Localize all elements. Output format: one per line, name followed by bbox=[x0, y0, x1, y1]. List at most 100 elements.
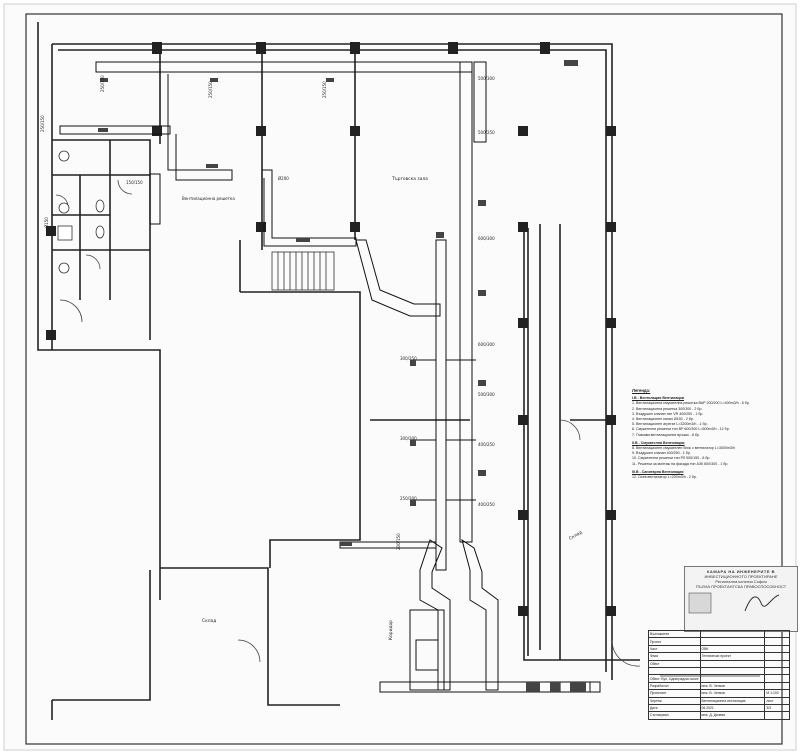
title-block-cell: Възложител bbox=[648, 629, 701, 639]
duct-label: 400/250 bbox=[478, 502, 495, 507]
title-block-cell: Разработил bbox=[648, 681, 701, 691]
legend-section-2: II.В - Смукателна Вентилация bbox=[632, 440, 685, 445]
title-block-cell: Вентилационна инсталация bbox=[699, 696, 766, 705]
duct-label: 300/250 bbox=[400, 356, 417, 361]
title-block-row bbox=[648, 666, 790, 676]
duct-label: 600/300 bbox=[478, 342, 495, 347]
air-grilles bbox=[98, 60, 586, 692]
engineer-stamp: КАМАРА НА ИНЖЕНЕРИТЕ В ИНВЕСТИЦИОННОТО П… bbox=[684, 566, 798, 632]
title-block-cell bbox=[764, 666, 790, 676]
title-block-cell: Технически проект bbox=[699, 652, 766, 661]
title-block-cell: ОВК bbox=[699, 644, 766, 654]
title-block-cell bbox=[764, 711, 790, 720]
title-block-cell: Съгласувал bbox=[648, 711, 701, 720]
title-block-cell: М 1:100 bbox=[764, 689, 790, 698]
stamp-line: ПЪЛНА ПРОЕКТАНТСКА ПРАВОСПОСОБНОСТ bbox=[695, 584, 787, 589]
duct-label: 250/150 bbox=[208, 81, 213, 98]
duct-label: 300/200 bbox=[400, 436, 417, 441]
duct-label: Ø150 bbox=[44, 217, 49, 228]
title-block-cell bbox=[764, 681, 790, 691]
title-block-cell: лист bbox=[764, 696, 790, 705]
title-block-cell bbox=[764, 659, 790, 668]
title-block-cell bbox=[699, 637, 766, 646]
room-label-storage: Склад bbox=[202, 618, 216, 624]
legend-item: 12. Осев вентилатор L=200m3/h - 2 бр. bbox=[632, 475, 697, 480]
door-swings bbox=[55, 179, 641, 667]
legend-item: 1. Вентилационна смукателна решетка ВАР … bbox=[632, 401, 750, 406]
duct-label: 500/300 bbox=[478, 392, 495, 397]
title-block-cell: Чертеж bbox=[648, 696, 701, 705]
title-block-cell: 3/3 bbox=[764, 703, 790, 713]
legend-item: 2. Вентилационна решетка 300/300 - 2 бр. bbox=[632, 406, 703, 411]
duct-label: 400/250 bbox=[478, 442, 495, 447]
title-block-cell: инж. Д. Дачева bbox=[699, 711, 766, 720]
title-block-cell bbox=[764, 652, 790, 661]
title-block-cell: Обект: Бул. Цариградско шосе bbox=[648, 674, 701, 683]
legend-item: 7. Гъвкави вентилационни връзки - 8 бр. bbox=[632, 432, 700, 437]
title-block-cell: инж. В. Ченков bbox=[699, 681, 766, 691]
duct-label: 250/200 bbox=[400, 496, 417, 501]
legend-item: 6. Смукателни решетки тип ВР 600/300 L=5… bbox=[632, 427, 730, 432]
title-block-cell: 06.2021 bbox=[699, 703, 766, 713]
legend-section-3: III.В - Санитарна Вентилация bbox=[632, 469, 684, 474]
duct-label: 250/150 bbox=[100, 75, 105, 92]
title-block-cell bbox=[699, 629, 766, 639]
title-block-cell bbox=[699, 659, 766, 668]
legend-section-1: I.В - Вентилация Вентилации bbox=[632, 396, 684, 401]
duct-labels: 250/150 250/150 250/150 250/150 500/300 … bbox=[40, 75, 495, 550]
title-block-cell: инж. В. Ченков bbox=[699, 689, 766, 698]
legend-item: 4. Вентилационен канал Ø150 - 2 бр. bbox=[632, 417, 694, 422]
title-block-cell: Проект bbox=[648, 637, 701, 646]
legend-notes: Легенда: I.В - Вентилация Вентилации 1. … bbox=[632, 388, 782, 548]
legend-item: 3. Въздушен клапан тип VR 400/250 - 1 бр… bbox=[632, 411, 704, 416]
title-block-cell: Дата bbox=[648, 703, 701, 713]
legend-item: 11. Решетки за монтаж на фасада тип АЗК … bbox=[632, 461, 729, 466]
title-block-cell bbox=[764, 629, 790, 639]
legend-item: 9. Въздушен клапан 400/250 - 1 бр. bbox=[632, 451, 691, 456]
title-block-row: Обект bbox=[648, 659, 790, 668]
duct-label: 250/150 bbox=[40, 115, 45, 132]
signature-mark bbox=[688, 592, 780, 614]
legend-heading: Легенда: bbox=[632, 388, 651, 393]
structural-columns bbox=[46, 42, 616, 616]
drawing-frame bbox=[25, 13, 783, 745]
title-block-cell bbox=[648, 666, 701, 676]
ventilation-ducts bbox=[59, 61, 601, 693]
duct-label: 600/300 bbox=[478, 236, 495, 241]
title-block-row: Обект: Бул. Цариградско шосе bbox=[648, 674, 790, 683]
room-label-sales-hall: Търговска зала bbox=[391, 176, 428, 182]
title-block-cell bbox=[699, 666, 766, 676]
staircase bbox=[271, 251, 335, 291]
title-block-cell: Обект bbox=[648, 659, 701, 668]
annotation: Вентилационна решетка bbox=[182, 196, 235, 201]
legend-item: 5. Вентилационен агрегат L=3200m3/h - 1 … bbox=[632, 422, 708, 427]
duct-label: 500/300 bbox=[478, 76, 495, 81]
legend-item: 8. Вентилационен смукателен блок с венти… bbox=[632, 446, 735, 451]
title-block-cell bbox=[764, 674, 790, 683]
title-block-cell bbox=[699, 674, 766, 683]
title-block-cell: Проектант bbox=[648, 689, 701, 698]
duct-label: 500/250 bbox=[478, 130, 495, 135]
wc-fixtures bbox=[57, 150, 105, 274]
legend-item: 10. Смукателни решетки тип РЛ 500/150 - … bbox=[632, 456, 711, 461]
title-block-cell: Фаза bbox=[648, 652, 701, 661]
title-block-row: Проект bbox=[648, 637, 790, 646]
duct-label: 250/150 bbox=[322, 81, 327, 98]
duct-label: 150/150 bbox=[126, 180, 143, 185]
duct-label: Ø200 bbox=[278, 176, 289, 181]
title-block-row: Възложител bbox=[648, 629, 790, 639]
stamp-line: Регионална колегия София bbox=[715, 579, 767, 584]
duct-label: 200/150 bbox=[396, 533, 401, 550]
building-walls bbox=[37, 22, 640, 720]
room-label-corridor: Коридор bbox=[388, 620, 394, 640]
